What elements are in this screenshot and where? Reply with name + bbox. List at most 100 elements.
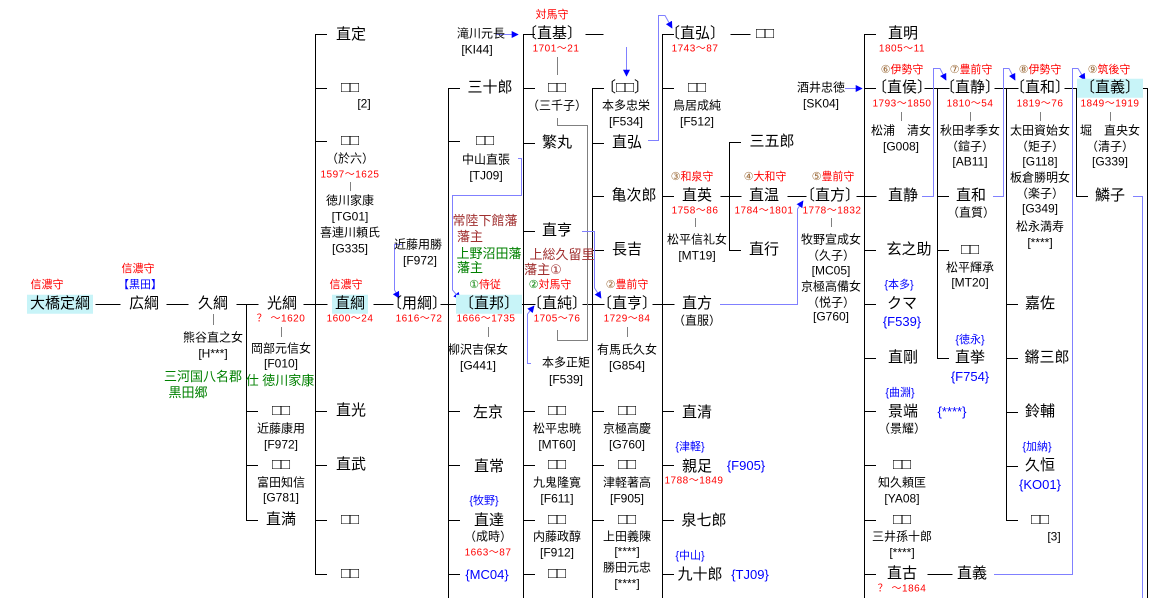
- adoption-arrow: [994, 68, 1086, 575]
- person-name: □□: [1030, 510, 1050, 528]
- reference-code: [MT60]: [538, 437, 576, 452]
- domain-note: 仕 徳川家康: [245, 372, 315, 388]
- person-name: 〔直和〕: [1009, 78, 1071, 96]
- court-title: 信濃守: [121, 262, 155, 275]
- adoption-line: [1133, 196, 1143, 598]
- person-name: 直英: [681, 186, 713, 204]
- han-note: 常陸下館藩: [452, 212, 518, 228]
- person-name: 直清: [681, 403, 713, 421]
- reference-code: [****]: [614, 576, 640, 591]
- person-name: 嘉佐: [1024, 294, 1056, 312]
- reference-code: [****]: [1027, 235, 1053, 250]
- title-text: 伊勢守: [890, 63, 924, 76]
- court-title: 信濃守: [30, 278, 64, 291]
- person-name: 直武: [335, 455, 367, 473]
- reference-code: [****]: [889, 545, 915, 560]
- court-title: ⑧伊勢守: [1019, 64, 1062, 76]
- spouse-or-relation: 秋田孝季女: [939, 123, 1001, 138]
- court-title: 対馬守: [535, 8, 569, 21]
- reference-code: [SK04]: [802, 96, 840, 111]
- spouse-or-relation: 津軽著高: [602, 475, 652, 490]
- person-name: 親足: [681, 457, 713, 475]
- lifespan: 1793～1850: [872, 98, 932, 110]
- spouse-or-relation: （直質）: [946, 205, 996, 220]
- person-name: 長吉: [611, 240, 643, 258]
- reference-code: [KI44]: [461, 42, 493, 57]
- highlighted-head-name: 〔直義〕: [1076, 78, 1144, 98]
- lifespan: 1600～24: [326, 313, 374, 325]
- person-name: □□: [617, 455, 637, 473]
- reference-code: {F754}: [950, 368, 990, 384]
- person-name: 泉七郎: [681, 511, 727, 529]
- reference-code: {F905}: [726, 457, 766, 473]
- reference-code: [F905]: [609, 491, 645, 506]
- person-name: □□: [547, 401, 567, 419]
- spouse-or-relation: 本多忠栄: [601, 98, 651, 113]
- domain-note: 黒田郷: [168, 384, 208, 400]
- person-name: クマ: [886, 294, 918, 312]
- adoption-arrow: [392, 244, 402, 299]
- person-name: □□: [755, 24, 775, 42]
- spouse-or-relation: 有馬氏久女: [596, 342, 658, 357]
- han-note: 藩主: [456, 228, 484, 244]
- relation-line: [557, 118, 588, 341]
- reference-code: [G760]: [812, 309, 850, 324]
- person-name: 直明: [887, 24, 919, 42]
- spouse-or-relation: 鳥居成純: [672, 98, 722, 113]
- title-text: 大和守: [753, 170, 787, 183]
- family-tag: {加納}: [1022, 440, 1052, 453]
- spouse-or-relation: 喜連川頼氏: [319, 225, 381, 240]
- reference-code: [2]: [357, 96, 371, 111]
- spouse-or-relation: 本多正矩: [541, 355, 591, 370]
- spouse-or-relation: （景耀）: [877, 421, 927, 436]
- reference-code: [G760]: [608, 437, 646, 452]
- court-title: ⑦豊前守: [950, 64, 993, 76]
- lifespan: 1849～1919: [1080, 98, 1140, 110]
- reference-code: [F912]: [539, 545, 575, 560]
- person-name: 直方: [681, 294, 713, 312]
- spouse-or-relation: 板倉勝明女: [1009, 170, 1071, 185]
- reference-code: [H***]: [198, 346, 228, 361]
- reference-code: [AB11]: [952, 154, 988, 169]
- lifespan: 1805～11: [878, 43, 926, 55]
- spouse-or-relation: 酒井忠徳: [796, 80, 846, 95]
- family-tag: {徳永}: [955, 333, 985, 346]
- reference-code: [MT19]: [678, 248, 716, 263]
- highlighted-head-name: 大橋定綱: [26, 294, 94, 314]
- title-text: 筑後守: [1097, 63, 1131, 76]
- adoption-arrow: [720, 200, 804, 305]
- spouse-or-relation: （鍹子）: [945, 139, 995, 154]
- spouse-or-relation: 牧野宣成女: [800, 232, 862, 247]
- person-name: □□: [271, 455, 291, 473]
- lifespan: 1743～87: [671, 43, 719, 55]
- person-name: □□: [960, 240, 980, 258]
- person-name: □□: [617, 510, 637, 528]
- spouse-or-relation: 近藤用勝: [393, 237, 443, 252]
- title-rank-number: ⑥: [880, 63, 891, 76]
- spouse-or-relation: 松平輝承: [945, 260, 995, 275]
- lifespan: 1810～54: [946, 98, 994, 110]
- spouse-or-relation: 中山直張: [461, 152, 511, 167]
- spouse-or-relation: （楽子）: [1015, 186, 1065, 201]
- person-name: 直弘: [611, 133, 643, 151]
- person-name: □□: [340, 131, 360, 149]
- person-name: 直達: [473, 511, 505, 529]
- spouse-or-relation: （直服）: [672, 313, 722, 328]
- title-text: 豊前守: [821, 170, 855, 183]
- person-name: 直常: [473, 457, 505, 475]
- title-rank-number: ③: [670, 170, 681, 183]
- person-name: 久恒: [1024, 456, 1056, 474]
- person-name: 直満: [265, 510, 297, 528]
- title-text: 和泉守: [680, 170, 714, 183]
- lifespan: ？ ～1864: [877, 583, 927, 595]
- han-note: 藩主①: [524, 261, 562, 277]
- person-name: 直温: [748, 186, 780, 204]
- spouse-or-relation: 近藤康用: [256, 421, 306, 436]
- person-name: 直行: [748, 240, 780, 258]
- reference-code: {****}: [937, 403, 967, 419]
- spouse-or-relation: 岡部元信女: [250, 341, 312, 356]
- lifespan: 1701～21: [532, 43, 580, 55]
- title-text: 豊前守: [959, 63, 993, 76]
- lifespan: ？ ～1620: [256, 313, 306, 325]
